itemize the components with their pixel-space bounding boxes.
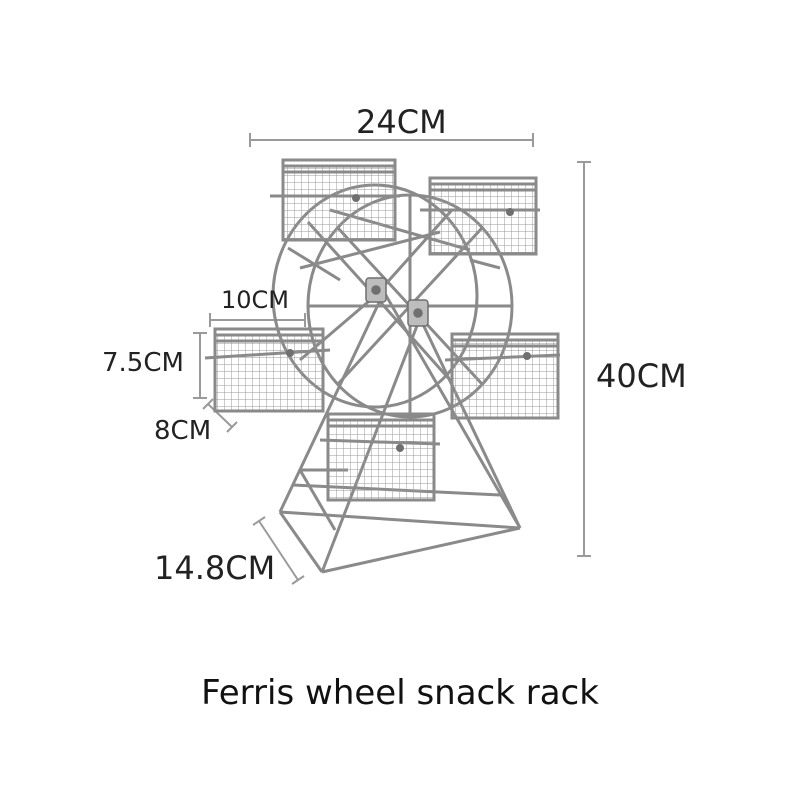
- dimension-height-label: 40CM: [596, 357, 687, 395]
- dimension-basket-width-label: 10CM: [221, 286, 290, 314]
- basket-bottom: [319, 412, 441, 502]
- dimension-width-label: 24CM: [356, 103, 447, 141]
- basket-left: [204, 327, 331, 413]
- basket-right: [444, 332, 561, 420]
- basket-top-right: [420, 176, 540, 256]
- product-caption: Ferris wheel snack rack: [201, 673, 599, 713]
- wheel-hub: [365, 277, 429, 327]
- dimension-basket-height-label: 7.5CM: [102, 348, 184, 378]
- dimension-base-depth-label: 14.8CM: [154, 549, 276, 587]
- dimension-lines: [193, 133, 591, 585]
- stand-frame: [278, 291, 522, 574]
- basket-top-left: [270, 158, 400, 242]
- dimension-basket-depth-label: 8CM: [154, 416, 212, 446]
